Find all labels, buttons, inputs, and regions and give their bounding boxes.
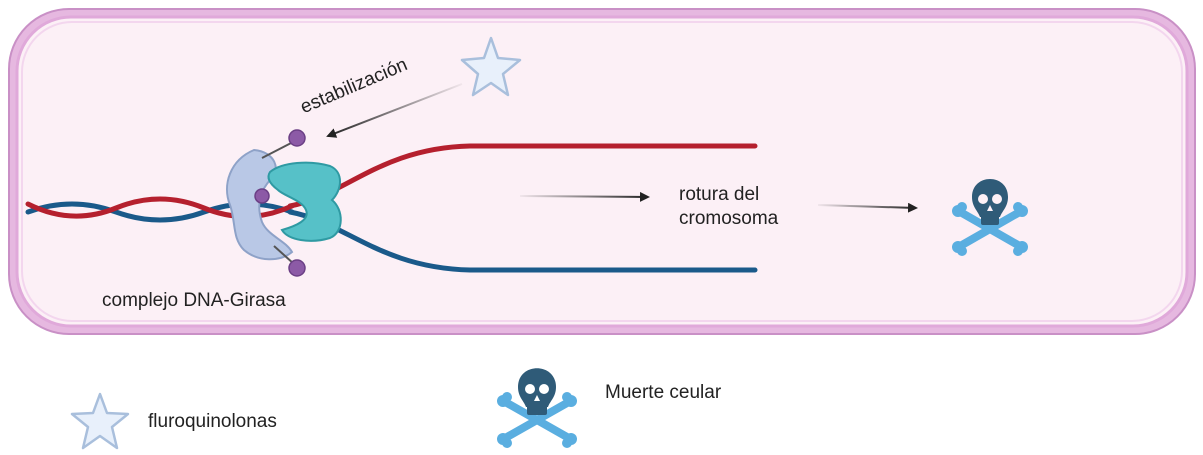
- bacterial-cell: [8, 8, 1196, 335]
- fluoroquinolone-star: [460, 36, 522, 97]
- stabilization-arrow: [326, 83, 463, 138]
- chromosome-break-label-line2: cromosoma: [679, 208, 779, 229]
- phosphate-dot-top: [288, 129, 306, 147]
- gyrase-subunit-b: [267, 161, 342, 242]
- legend-fluoroquinolones-label: fluroquinolonas: [148, 411, 277, 432]
- death-arrow: [817, 202, 918, 213]
- chromosome-break-label: rotura del cromosoma: [679, 183, 778, 231]
- legend-cell-death-label: Muerte ceular: [605, 382, 722, 403]
- legend-star-icon: [70, 392, 130, 450]
- phosphate-dot-middle: [254, 188, 270, 204]
- legend-skull-crossbones-icon: [497, 368, 577, 448]
- dna-gyrase-complex-label: complejo DNA-Girasa: [102, 290, 286, 311]
- chromosome-break-label-line1: rotura del: [679, 184, 760, 205]
- break-arrow: [519, 191, 650, 202]
- dna-gyrase-complex: [226, 129, 342, 277]
- skull-crossbones-icon: [952, 179, 1028, 256]
- phosphate-dot-bottom: [288, 259, 306, 277]
